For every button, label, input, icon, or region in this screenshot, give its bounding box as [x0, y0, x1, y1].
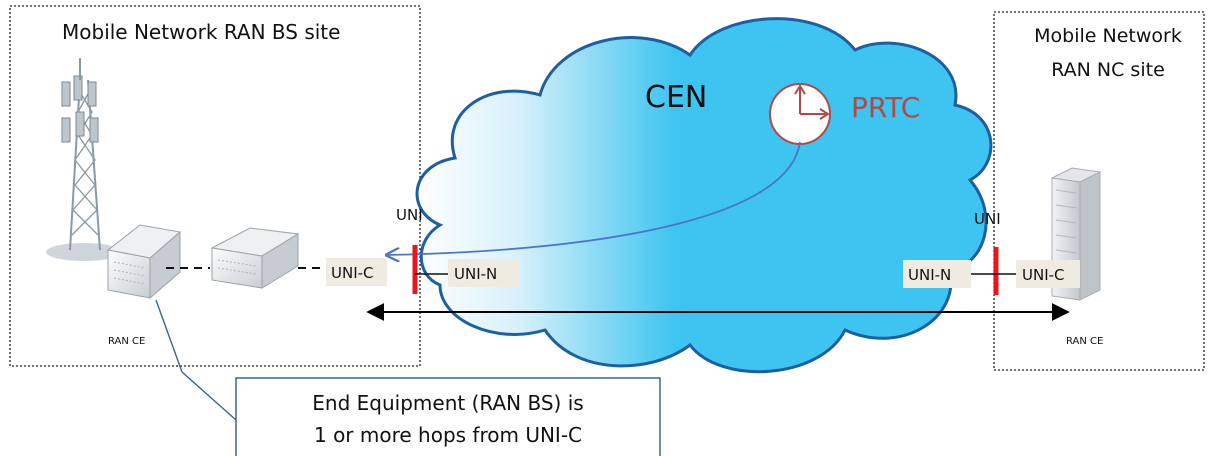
uni-c-left-text: UNI-C	[331, 264, 374, 282]
uni-n-left-tag	[448, 259, 520, 287]
callout-line2: 1 or more hops from UNI-C	[314, 423, 582, 447]
cell-tower-icon	[46, 58, 122, 261]
uni-c-right-tag	[1016, 260, 1080, 288]
callout-leader	[181, 371, 237, 421]
uni-n-right-text: UNI-N	[908, 266, 951, 284]
switch-icon	[106, 224, 182, 300]
nc-site-title-line2: RAN NC site	[1051, 59, 1165, 81]
switch-icon	[210, 227, 300, 289]
uni-n-right-tag	[903, 260, 971, 288]
uni-c-right-text: UNI-C	[1022, 266, 1065, 284]
uni-c-left-tag	[326, 258, 387, 286]
callout-box	[235, 377, 661, 456]
cen-label: CEN	[645, 80, 707, 115]
bs-ran-ce-label: RAN CE	[108, 336, 145, 347]
uni-left-label: UNI	[396, 206, 423, 224]
clock-icon	[769, 83, 831, 145]
nc-site-title-line1: Mobile Network	[1034, 25, 1182, 47]
callout-line1: End Equipment (RAN BS) is	[312, 391, 583, 415]
nc-site-box	[993, 11, 1205, 371]
uni-n-left-text: UNI-N	[454, 265, 497, 283]
bs-site-box	[9, 5, 421, 367]
prtc-label: PRTC	[851, 91, 920, 124]
sync-path	[388, 141, 801, 255]
callout-leader	[155, 299, 183, 373]
nc-ran-ce-label: RAN CE	[1066, 336, 1103, 347]
bs-site-title: Mobile Network RAN BS site	[62, 20, 340, 44]
uni-right-label: UNI	[974, 210, 1001, 228]
cen-cloud	[415, 17, 993, 374]
